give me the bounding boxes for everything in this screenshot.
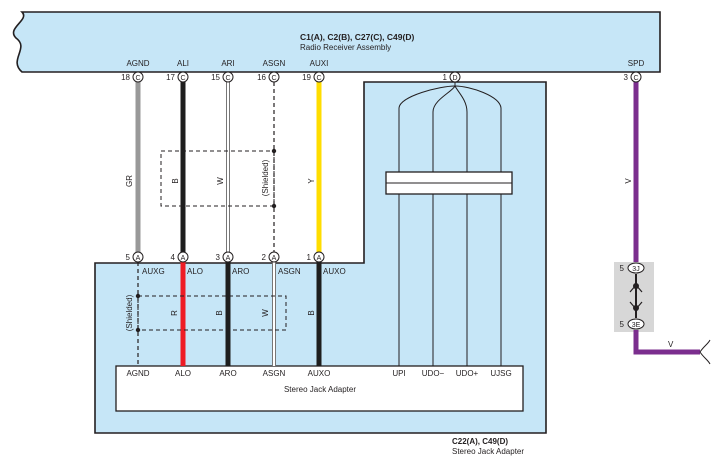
top-connector-5: D 1 [443, 71, 461, 83]
top-connector-0: C 18 [121, 71, 144, 83]
bottom-signal-2: ARO [232, 267, 249, 276]
pin-d1-fanout [398, 82, 502, 366]
jack-terminal-4: AUXO [308, 369, 331, 378]
bottom-signal-1: ALO [187, 267, 203, 276]
wire-color-spd-out: V [668, 340, 674, 349]
stereo-jack-name: Stereo Jack Adapter [452, 447, 524, 456]
upper-shield-box [160, 150, 275, 207]
stereo-jack-inner-name: Stereo Jack Adapter [284, 385, 356, 394]
svg-text:C: C [180, 75, 185, 82]
junction-3e: 3E 5 [620, 318, 645, 330]
wire-color-auxo: B [307, 310, 316, 315]
top-connector-6: C 3 [624, 71, 642, 83]
jack-terminal-6: UDO− [422, 369, 445, 378]
wire-color-auxi: Y [307, 178, 316, 184]
svg-text:A: A [272, 255, 277, 262]
top-pin-2: 15 [211, 73, 220, 82]
jack-terminal-1: ALO [175, 369, 191, 378]
wire-color-aro: B [215, 310, 224, 315]
svg-text:A: A [317, 255, 322, 262]
wire-spd-out-purple [633, 330, 700, 355]
top-pin-1: 17 [166, 73, 175, 82]
junction-3j: 3J 5 [620, 262, 645, 274]
junction-3j-pin: 5 [620, 264, 625, 273]
top-pin-0: 18 [121, 73, 130, 82]
bottom-connector-3: A 2 [262, 251, 280, 263]
wire-color-ari: W [216, 177, 225, 185]
top-pin-3: 16 [257, 73, 266, 82]
junction-3e-pin: 5 [620, 320, 625, 329]
svg-text:C: C [633, 75, 638, 82]
lower-shield-box [137, 295, 287, 331]
top-signal-1: ALI [177, 59, 189, 68]
top-signal-3: ASGN [263, 59, 286, 68]
wire-color-spd: V [624, 178, 633, 184]
radio-receiver-name: Radio Receiver Assembly [300, 43, 391, 52]
jack-terminal-0: AGND [126, 369, 149, 378]
bottom-pin-0: 5 [126, 253, 131, 262]
svg-text:C: C [135, 75, 140, 82]
bottom-pin-2: 3 [216, 253, 221, 262]
bottom-signal-3: ASGN [278, 267, 301, 276]
top-connector-4: C 19 [302, 71, 325, 83]
bottom-connector-2: A 3 [216, 251, 234, 263]
top-connector-3: C 16 [257, 71, 280, 83]
jack-terminal-2: ARO [219, 369, 236, 378]
stereo-jack-terminal-block [115, 365, 524, 412]
wire-color-ali: B [171, 178, 180, 183]
top-pin-5: 1 [443, 73, 448, 82]
svg-text:A: A [181, 255, 186, 262]
jack-terminal-5: UPI [392, 369, 405, 378]
bottom-signal-4: AUXO [323, 267, 346, 276]
bottom-connector-1: A 4 [171, 251, 189, 263]
lower-shielded-label: (Shielded) [125, 294, 134, 331]
stereo-jack-connectors: C22(A), C49(D) [452, 437, 508, 446]
jack-terminal-3: ASGN [263, 369, 286, 378]
bottom-connector-0: A 5 [126, 251, 144, 263]
wire-color-alo: R [170, 310, 179, 316]
wire-color-asgn: W [261, 309, 270, 317]
top-connector-1: C 17 [166, 71, 189, 83]
bottom-pin-1: 4 [171, 253, 176, 262]
top-signal-4: AUXI [310, 59, 329, 68]
svg-text:A: A [226, 255, 231, 262]
svg-text:A: A [136, 255, 141, 262]
bottom-pin-4: 1 [307, 253, 312, 262]
jack-terminal-8: UJSG [490, 369, 511, 378]
radio-receiver-box [12, 11, 661, 73]
wire-break-mark [699, 339, 711, 365]
bottom-signal-0: AUXG [142, 267, 165, 276]
svg-text:D: D [452, 75, 457, 82]
bottom-connector-4: A 1 [307, 251, 325, 263]
jack-terminal-7: UDO+ [456, 369, 479, 378]
bottom-pin-3: 2 [262, 253, 267, 262]
svg-text:C: C [225, 75, 230, 82]
upper-shielded-label: (Shielded) [261, 159, 270, 196]
svg-text:3J: 3J [632, 266, 639, 273]
radio-receiver-connectors: C1(A), C2(B), C27(C), C49(D) [300, 32, 414, 42]
svg-text:C: C [271, 75, 276, 82]
top-pin-4: 19 [302, 73, 311, 82]
svg-text:C: C [316, 75, 321, 82]
top-pin-6: 3 [624, 73, 629, 82]
top-signal-2: ARI [221, 59, 234, 68]
wire-color-agnd: GR [125, 175, 134, 187]
top-signal-6: SPD [628, 59, 645, 68]
top-connector-2: C 15 [211, 71, 234, 83]
svg-text:3E: 3E [632, 322, 641, 329]
top-signal-0: AGND [126, 59, 149, 68]
